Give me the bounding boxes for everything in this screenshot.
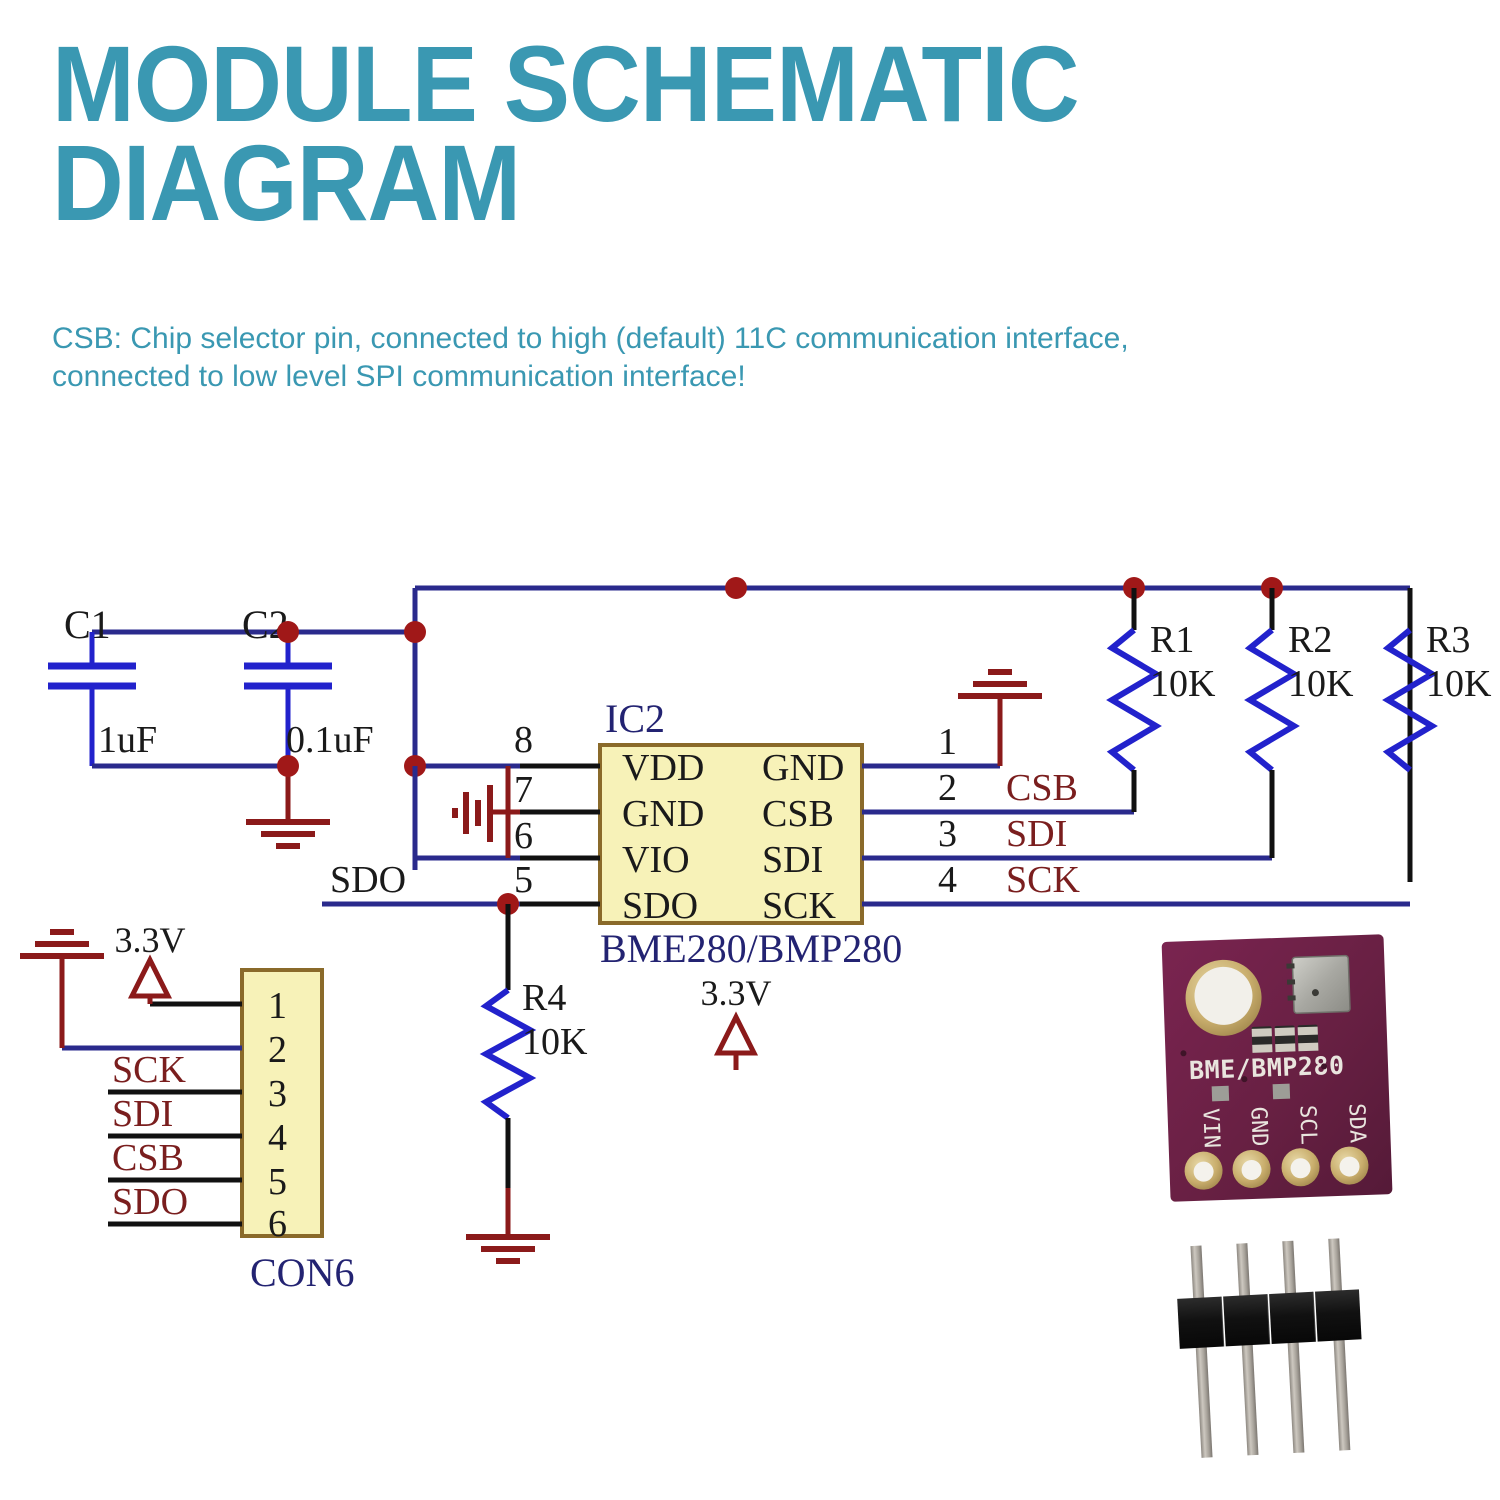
ground-symbol-pin7-rotated	[452, 785, 520, 842]
net-label-csb: CSB	[1006, 767, 1078, 809]
resistor-r1-ref: R1	[1150, 619, 1194, 661]
ground-symbol-caps	[246, 800, 330, 846]
con6-pin-number-2: 2	[268, 1029, 287, 1071]
ic2-pin-name-sdi: SDI	[762, 839, 823, 881]
pcb-pad-label-gnd: GND	[1245, 1106, 1271, 1147]
header-body-block	[1315, 1289, 1362, 1342]
resistor-r1-value: 10K	[1150, 663, 1216, 705]
ic2-pin-name-csb: CSB	[762, 793, 834, 835]
ic2-pin-number-5: 5	[514, 859, 533, 901]
pin-header-assembly	[1177, 1238, 1362, 1458]
header-body-block	[1177, 1296, 1224, 1349]
junction-dot	[277, 755, 299, 777]
ic2-pin-number-3: 3	[938, 813, 957, 855]
ground-symbol-r4	[466, 1215, 550, 1261]
ic2-pin-number-1: 1	[938, 721, 957, 763]
junction-dot	[725, 577, 747, 599]
resistor-r1-zigzag	[1106, 627, 1162, 773]
ic2-body	[598, 743, 864, 925]
con6-signal-label-sck: SCK	[112, 1049, 186, 1091]
page-header: MODULE SCHEMATIC DIAGRAM	[52, 23, 1452, 244]
ic2-reference: IC2	[605, 696, 665, 741]
pcb-sensor-can	[1291, 954, 1351, 1015]
ic2-part-number: BME280/BMP280	[600, 926, 902, 971]
ic2-pin-name-vdd: VDD	[622, 747, 704, 789]
pcb-square-pad	[1272, 1083, 1291, 1100]
ic2-pin-number-4: 4	[938, 859, 957, 901]
capacitor-c2	[244, 632, 332, 766]
resistor-r3-ref: R3	[1426, 619, 1470, 661]
power-label-3v3-con6: 3.3V	[115, 920, 186, 960]
con6-pin-number-3: 3	[268, 1073, 287, 1115]
power-symbol-3v3-con6	[127, 954, 173, 1004]
power-label-3v3-top: 3.3V	[701, 973, 772, 1013]
con6-signal-label-csb: CSB	[112, 1137, 184, 1179]
net-label-sck: SCK	[1006, 859, 1080, 901]
con6-pin-number-4: 4	[268, 1117, 287, 1159]
ic2-pin-name-vio: VIO	[622, 839, 690, 881]
ground-symbol-con6	[20, 932, 104, 980]
schematic-drawing: 3.3V C1 1uF C2 0.1uF	[0, 470, 1500, 1300]
pin-header-photo	[1152, 1230, 1392, 1470]
pcb-silkscreen-part: BME/BMP280	[1189, 1051, 1345, 1085]
con6-pin-number-5: 5	[268, 1161, 287, 1203]
subtitle-description: CSB: Chip selector pin, connected to hig…	[52, 320, 1452, 397]
capacitor-c1-value: 1uF	[98, 719, 157, 761]
ic2-pin-name-gnd: GND	[622, 793, 704, 835]
pcb-pad-label-vin: VIN	[1197, 1108, 1223, 1149]
ic2-pin-name-gnd-right: GND	[762, 747, 844, 789]
resistor-r2-zigzag	[1244, 627, 1300, 773]
page-title-line-2: DIAGRAM	[52, 122, 521, 244]
junction-dot	[277, 621, 299, 643]
pcb-pad-label-scl: SCL	[1294, 1105, 1320, 1146]
ic2-pin-number-8: 8	[514, 719, 533, 761]
power-symbol-3v3-top	[713, 1011, 759, 1070]
header-pin	[1236, 1243, 1259, 1456]
resistor-r4-value: 10K	[522, 1021, 588, 1063]
resistor-r4-ref: R4	[522, 977, 566, 1019]
header-body-block	[1269, 1291, 1316, 1345]
ground-symbol-pin1	[958, 672, 1042, 720]
resistor-r2-value: 10K	[1288, 663, 1354, 705]
resistor-r3-value: 10K	[1426, 663, 1492, 705]
pcb-through-hole-pads	[1184, 1146, 1369, 1190]
header-pin	[1328, 1238, 1351, 1451]
ic2-pin-name-sdo: SDO	[622, 885, 698, 927]
resistor-r4-zigzag	[479, 987, 537, 1121]
resistor-r3-zigzag	[1382, 627, 1438, 773]
junction-dot	[404, 621, 426, 643]
pcb-module-photo: BME/BMP280 VIN GND SCL SDA	[1152, 928, 1404, 1206]
con6-pin-number-1: 1	[268, 985, 287, 1027]
capacitor-c1	[48, 632, 136, 766]
capacitor-c1-ref: C1	[64, 602, 111, 647]
header-body-block	[1223, 1294, 1270, 1347]
ic2-pin-name-sck: SCK	[762, 885, 836, 927]
con6-body	[240, 968, 324, 1238]
header-pin	[1190, 1245, 1213, 1458]
pcb-square-pad	[1211, 1085, 1230, 1102]
capacitor-c2-value: 0.1uF	[286, 719, 374, 761]
pcb-pad-label-sda: SDA	[1343, 1103, 1369, 1144]
ic2-pin-number-2: 2	[938, 767, 957, 809]
con6-reference: CON6	[250, 1250, 354, 1295]
pcb-smd-components	[1251, 1024, 1319, 1053]
resistor-r2-ref: R2	[1288, 619, 1332, 661]
header-pin	[1282, 1240, 1305, 1454]
subtitle-line-2: connected to low level SPI communication…	[52, 360, 746, 394]
con6-signal-label-sdi: SDI	[112, 1093, 173, 1135]
ic2-pin-number-6: 6	[514, 815, 533, 857]
net-label-sdi: SDI	[1006, 813, 1067, 855]
con6-signal-label-sdo: SDO	[112, 1181, 188, 1223]
ic2-pin-number-7: 7	[514, 769, 533, 811]
con6-pin-number-6: 6	[268, 1203, 287, 1245]
page-title-line-1: MODULE SCHEMATIC	[52, 23, 1080, 144]
net-label-sdo: SDO	[330, 859, 406, 901]
subtitle-line-1: CSB: Chip selector pin, connected to hig…	[52, 322, 1129, 355]
